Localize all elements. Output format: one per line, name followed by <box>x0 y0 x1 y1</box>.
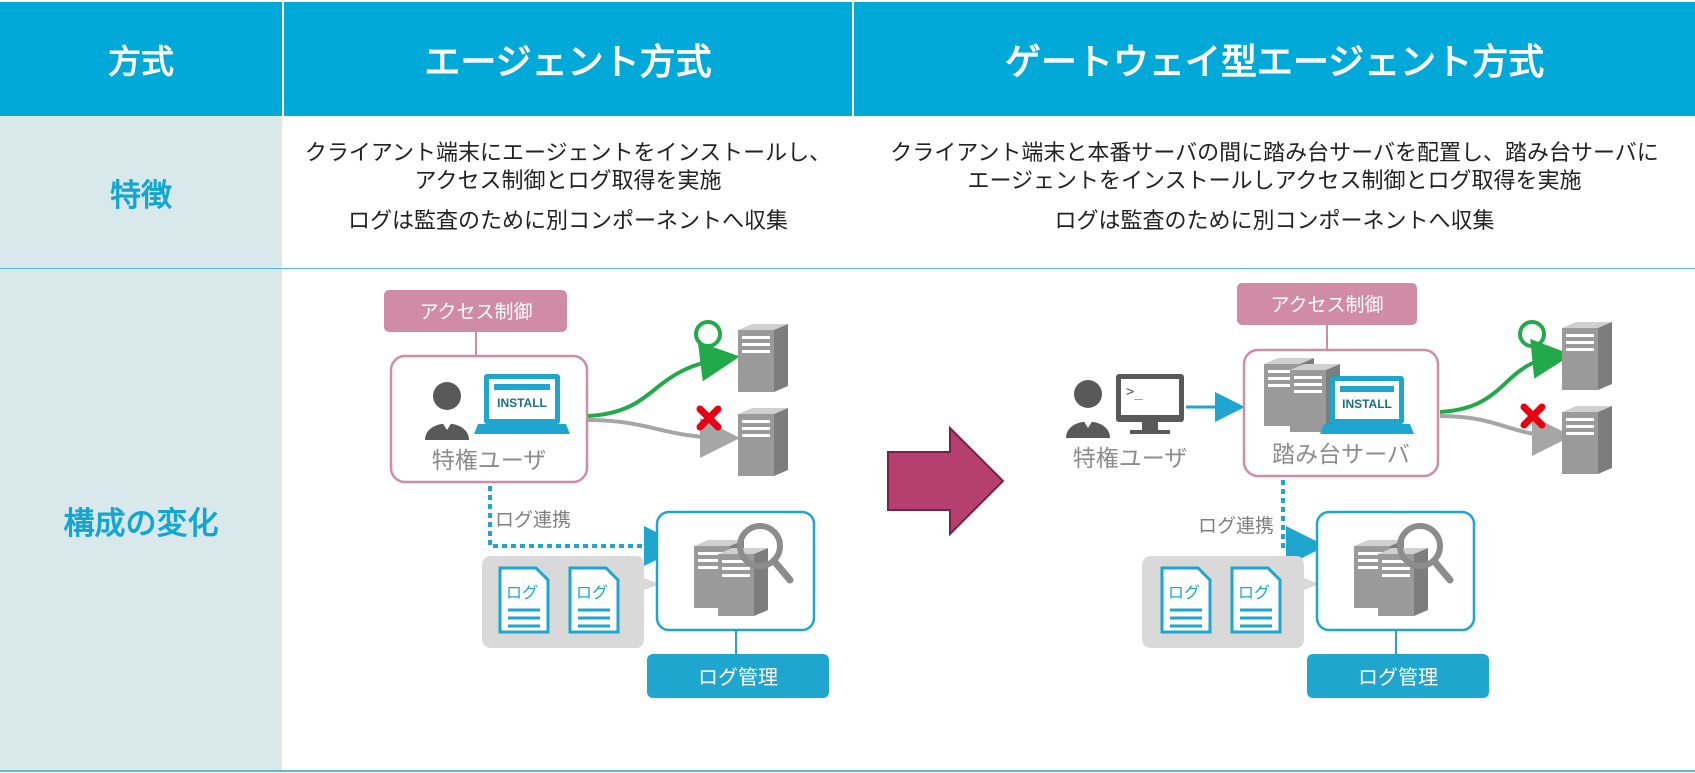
bastion-label-right: 踏み台サーバ <box>1272 442 1410 468</box>
log-mgmt-label-left: ログ管理 <box>698 665 778 689</box>
row-divider-1 <box>0 268 1695 269</box>
features-agent-line3: ログは監査のために別コンポーネントへ収集 <box>347 209 788 234</box>
log-link-label-left: ログ連携 <box>495 509 571 531</box>
features-agent-line1: クライアント端末にエージェントをインストールし、 <box>304 141 832 166</box>
header-method: 方式 <box>0 2 282 116</box>
install-laptop-icon-left <box>474 374 570 434</box>
row-label-features-text: 特徴 <box>110 178 172 214</box>
header-agent: エージェント方式 <box>284 2 852 116</box>
access-control-text-left: アクセス制御 <box>419 301 532 323</box>
person-icon-right <box>1066 380 1110 438</box>
features-gateway-line3: ログは監査のために別コンポーネントへ収集 <box>1054 209 1495 234</box>
row-label-structure: 構成の変化 <box>0 269 282 771</box>
access-control-badge-right <box>1237 283 1417 325</box>
allow-icon-right <box>1518 320 1546 348</box>
install-label-right: INSTALL <box>1342 397 1392 411</box>
deny-icon-right <box>1520 403 1546 429</box>
install-laptop-icon-right <box>1320 376 1414 434</box>
log-mgmt-label-right: ログ管理 <box>1358 665 1438 689</box>
log-doc-label-2-left: ログ <box>576 583 608 602</box>
header-method-label: 方式 <box>108 42 174 81</box>
row-label-structure-text: 構成の変化 <box>63 505 219 542</box>
features-agent: クライアント端末にエージェントをインストールし、 アクセス制御とログ取得を実施 … <box>284 140 852 236</box>
diagram-right: >_ 特権ユーザ アクセス制御 INSTALL 踏み台サーバ <box>1066 283 1612 698</box>
allow-arrow-right <box>1439 338 1572 414</box>
server-icon-allowed-right <box>1562 322 1612 390</box>
user-label-right: 特権ユーザ <box>1073 446 1188 472</box>
log-mgmt-badge-right <box>1307 654 1489 698</box>
deny-arrow-left <box>587 417 740 458</box>
log-doc-label-1-left: ログ <box>506 583 538 602</box>
transition-arrow-icon <box>887 425 1005 537</box>
log-link-arrow-right <box>1281 480 1326 566</box>
access-control-badge-left <box>384 290 567 332</box>
log-doc-label-2-right: ログ <box>1238 583 1270 602</box>
diagram-left: INSTALL 特権ユーザ アクセス制御 ログ連携 ログ ログ <box>384 290 829 698</box>
server-icon-denied-left <box>738 408 788 476</box>
log-link-arrow-left <box>488 486 684 566</box>
row-divider-2 <box>0 770 1695 772</box>
features-agent-line2: アクセス制御とログ取得を実施 <box>414 169 722 194</box>
install-label-left: INSTALL <box>497 396 547 410</box>
server-icon-denied-right <box>1562 406 1612 474</box>
log-link-label-right: ログ連携 <box>1198 515 1274 537</box>
log-mgmt-badge-left <box>647 654 829 698</box>
features-gateway-line1: クライアント端末と本番サーバの間に踏み台サーバを配置し、踏み台サーバに <box>890 141 1659 166</box>
features-gateway-line2: エージェントをインストールしアクセス制御とログ取得を実施 <box>967 169 1582 194</box>
features-gateway: クライアント端末と本番サーバの間に踏み台サーバを配置し、踏み台サーバに エージェ… <box>854 140 1695 236</box>
server-icon-allowed-left <box>738 324 788 392</box>
terminal-icon-right <box>1116 374 1184 434</box>
user-label-left: 特権ユーザ <box>432 448 547 474</box>
log-doc-label-1-right: ログ <box>1168 583 1200 602</box>
access-control-text-right: アクセス制御 <box>1270 294 1383 316</box>
deny-arrow-right <box>1439 414 1572 456</box>
allow-icon-left <box>694 320 722 348</box>
header-gateway-label: ゲートウェイ型エージェント方式 <box>1004 42 1545 83</box>
header-gateway: ゲートウェイ型エージェント方式 <box>854 2 1695 116</box>
deny-icon-left <box>696 405 722 431</box>
row-label-features: 特徴 <box>0 117 282 268</box>
allow-arrow-left <box>587 341 740 418</box>
header-agent-label: エージェント方式 <box>424 42 712 83</box>
terminal-prompt-right: >_ <box>1126 384 1143 400</box>
